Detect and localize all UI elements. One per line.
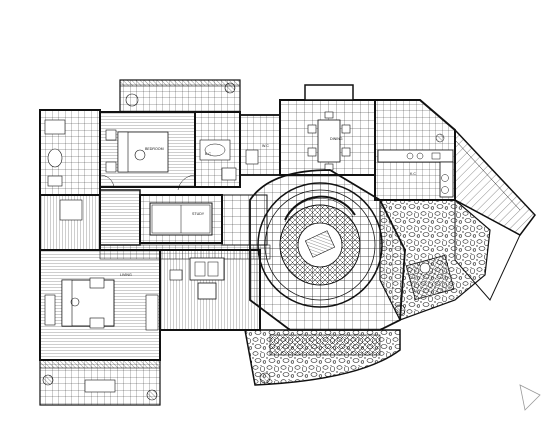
study: [139, 194, 223, 244]
kitchen: [374, 99, 456, 201]
room-labels: B.C W.C BEDROOM K.C STUDY LIVING DINING: [120, 137, 416, 277]
top-left-bath: [39, 109, 101, 196]
curved-garden: [244, 304, 406, 386]
rotunda: [249, 169, 406, 331]
living-room: [159, 249, 261, 331]
entry-wc: [239, 114, 281, 176]
left-corridor: [39, 189, 141, 251]
right-terrace: [454, 128, 536, 301]
bath-label: B.C: [205, 152, 211, 156]
watermark-mark: [519, 384, 541, 411]
pebble-garden: [379, 199, 491, 321]
master-label: BEDROOM: [145, 147, 164, 151]
bottom-balcony: [39, 359, 161, 406]
kitchen-label: K.C: [410, 172, 416, 176]
second-bedroom: [39, 249, 161, 361]
study-label: STUDY: [192, 212, 205, 216]
dining-label: DINING: [330, 137, 343, 141]
master-bath: [194, 111, 241, 188]
dining-room: [279, 84, 376, 176]
living-label: LIVING: [120, 273, 132, 277]
wc-label: W.C: [262, 144, 269, 148]
master-bedroom: [99, 111, 196, 191]
top-balcony: [119, 79, 241, 113]
